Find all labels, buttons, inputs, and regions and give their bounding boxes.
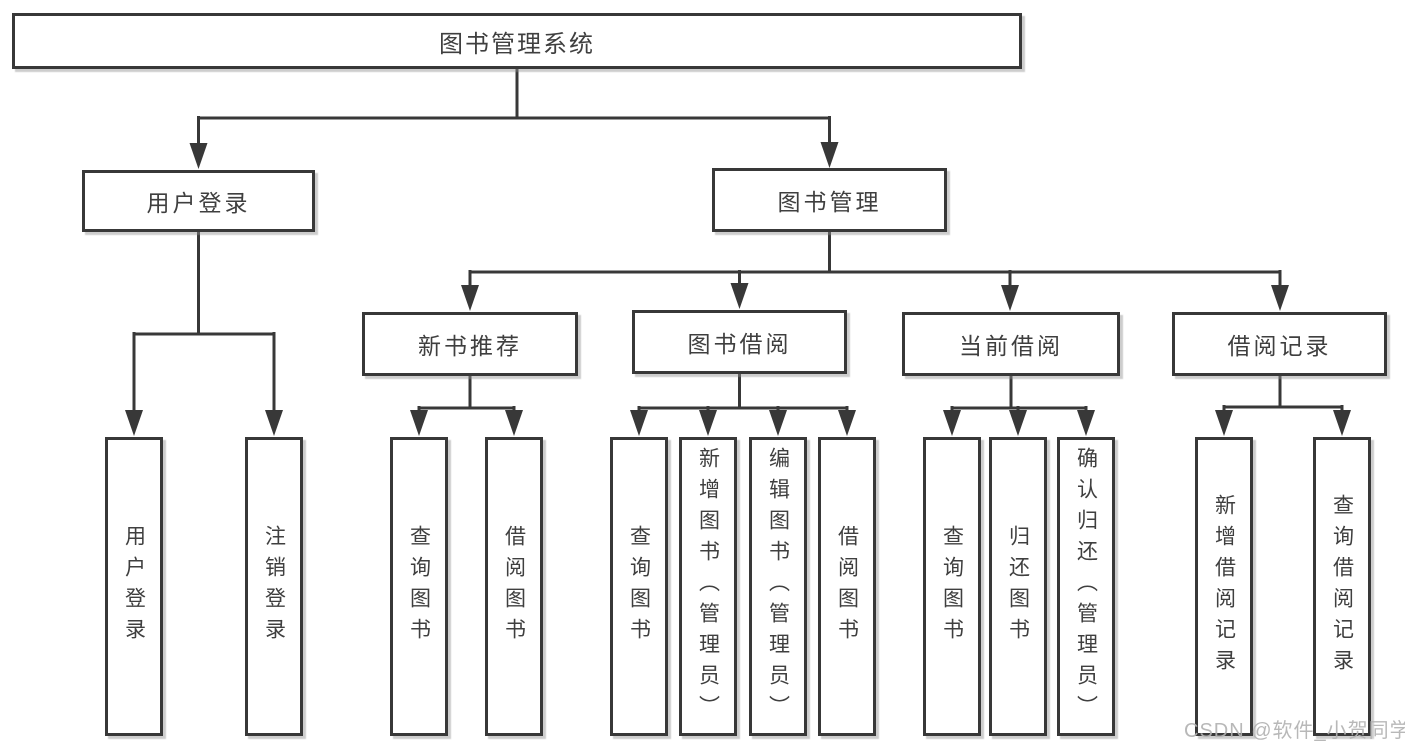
borrowing-records-box: 借阅记录 <box>1172 312 1387 376</box>
arrow-down-icon <box>820 142 839 168</box>
library-system-root-box: 图书管理系统 <box>12 13 1022 69</box>
leaf-add-borrow-record-box: 新增借阅记录 <box>1195 437 1253 736</box>
user-login-box: 用户登录 <box>82 170 315 232</box>
arrow-down-icon <box>1271 285 1289 311</box>
arrow-down-icon <box>461 285 479 311</box>
arrow-down-icon <box>1215 410 1233 436</box>
arrow-down-icon <box>1077 410 1095 436</box>
arrow-down-icon <box>410 410 428 436</box>
connector-borrowing-records-to-leaves <box>1215 376 1351 436</box>
leaf-query-borrow-record-box: 查询借阅记录 <box>1313 437 1371 736</box>
arrow-down-icon <box>630 410 648 436</box>
current-borrowing-box: 当前借阅 <box>902 312 1120 376</box>
connector-book-management-to-level3 <box>461 232 1289 311</box>
book-management-box: 图书管理 <box>712 168 947 232</box>
csdn-watermark: CSDN @软件_小贺同学 <box>1184 720 1405 742</box>
leaf-user-login-box: 用户登录 <box>105 437 163 736</box>
arrow-down-icon <box>699 410 717 436</box>
connector-current-borrowing-to-leaves <box>943 376 1095 436</box>
arrow-down-icon <box>1009 410 1027 436</box>
leaf-borrow-books-box: 借阅图书 <box>818 437 876 736</box>
leaf-recommend-borrow-books-box: 借阅图书 <box>485 437 543 736</box>
arrow-down-icon <box>125 410 143 436</box>
arrow-down-icon <box>265 410 283 436</box>
connector-book-borrowing-to-leaves <box>630 374 856 436</box>
leaf-return-books-box: 归还图书 <box>989 437 1047 736</box>
leaf-recommend-query-books-box: 查询图书 <box>390 437 448 736</box>
connector-root-to-level2 <box>189 69 839 169</box>
arrow-down-icon <box>730 283 749 309</box>
leaf-borrowing-query-books-box: 查询图书 <box>610 437 668 736</box>
new-book-recommend-box: 新书推荐 <box>362 312 578 376</box>
arrow-down-icon <box>1333 410 1351 436</box>
connector-user-login-to-leaves <box>125 232 283 436</box>
arrow-down-icon <box>838 410 856 436</box>
arrow-down-icon <box>943 410 961 436</box>
book-borrowing-box: 图书借阅 <box>632 310 847 374</box>
leaf-add-books-admin-box: 新增图书（管理员） <box>679 437 737 736</box>
connector-new-book-recommend-to-leaves <box>410 376 523 436</box>
arrow-down-icon <box>505 410 523 436</box>
leaf-current-query-books-box: 查询图书 <box>923 437 981 736</box>
arrow-down-icon <box>769 410 787 436</box>
leaf-logout-box: 注销登录 <box>245 437 303 736</box>
leaf-edit-books-admin-box: 编辑图书（管理员） <box>749 437 807 736</box>
arrow-down-icon <box>189 143 208 169</box>
leaf-confirm-return-admin-box: 确认归还（管理员） <box>1057 437 1115 736</box>
arrow-down-icon <box>1001 285 1019 311</box>
